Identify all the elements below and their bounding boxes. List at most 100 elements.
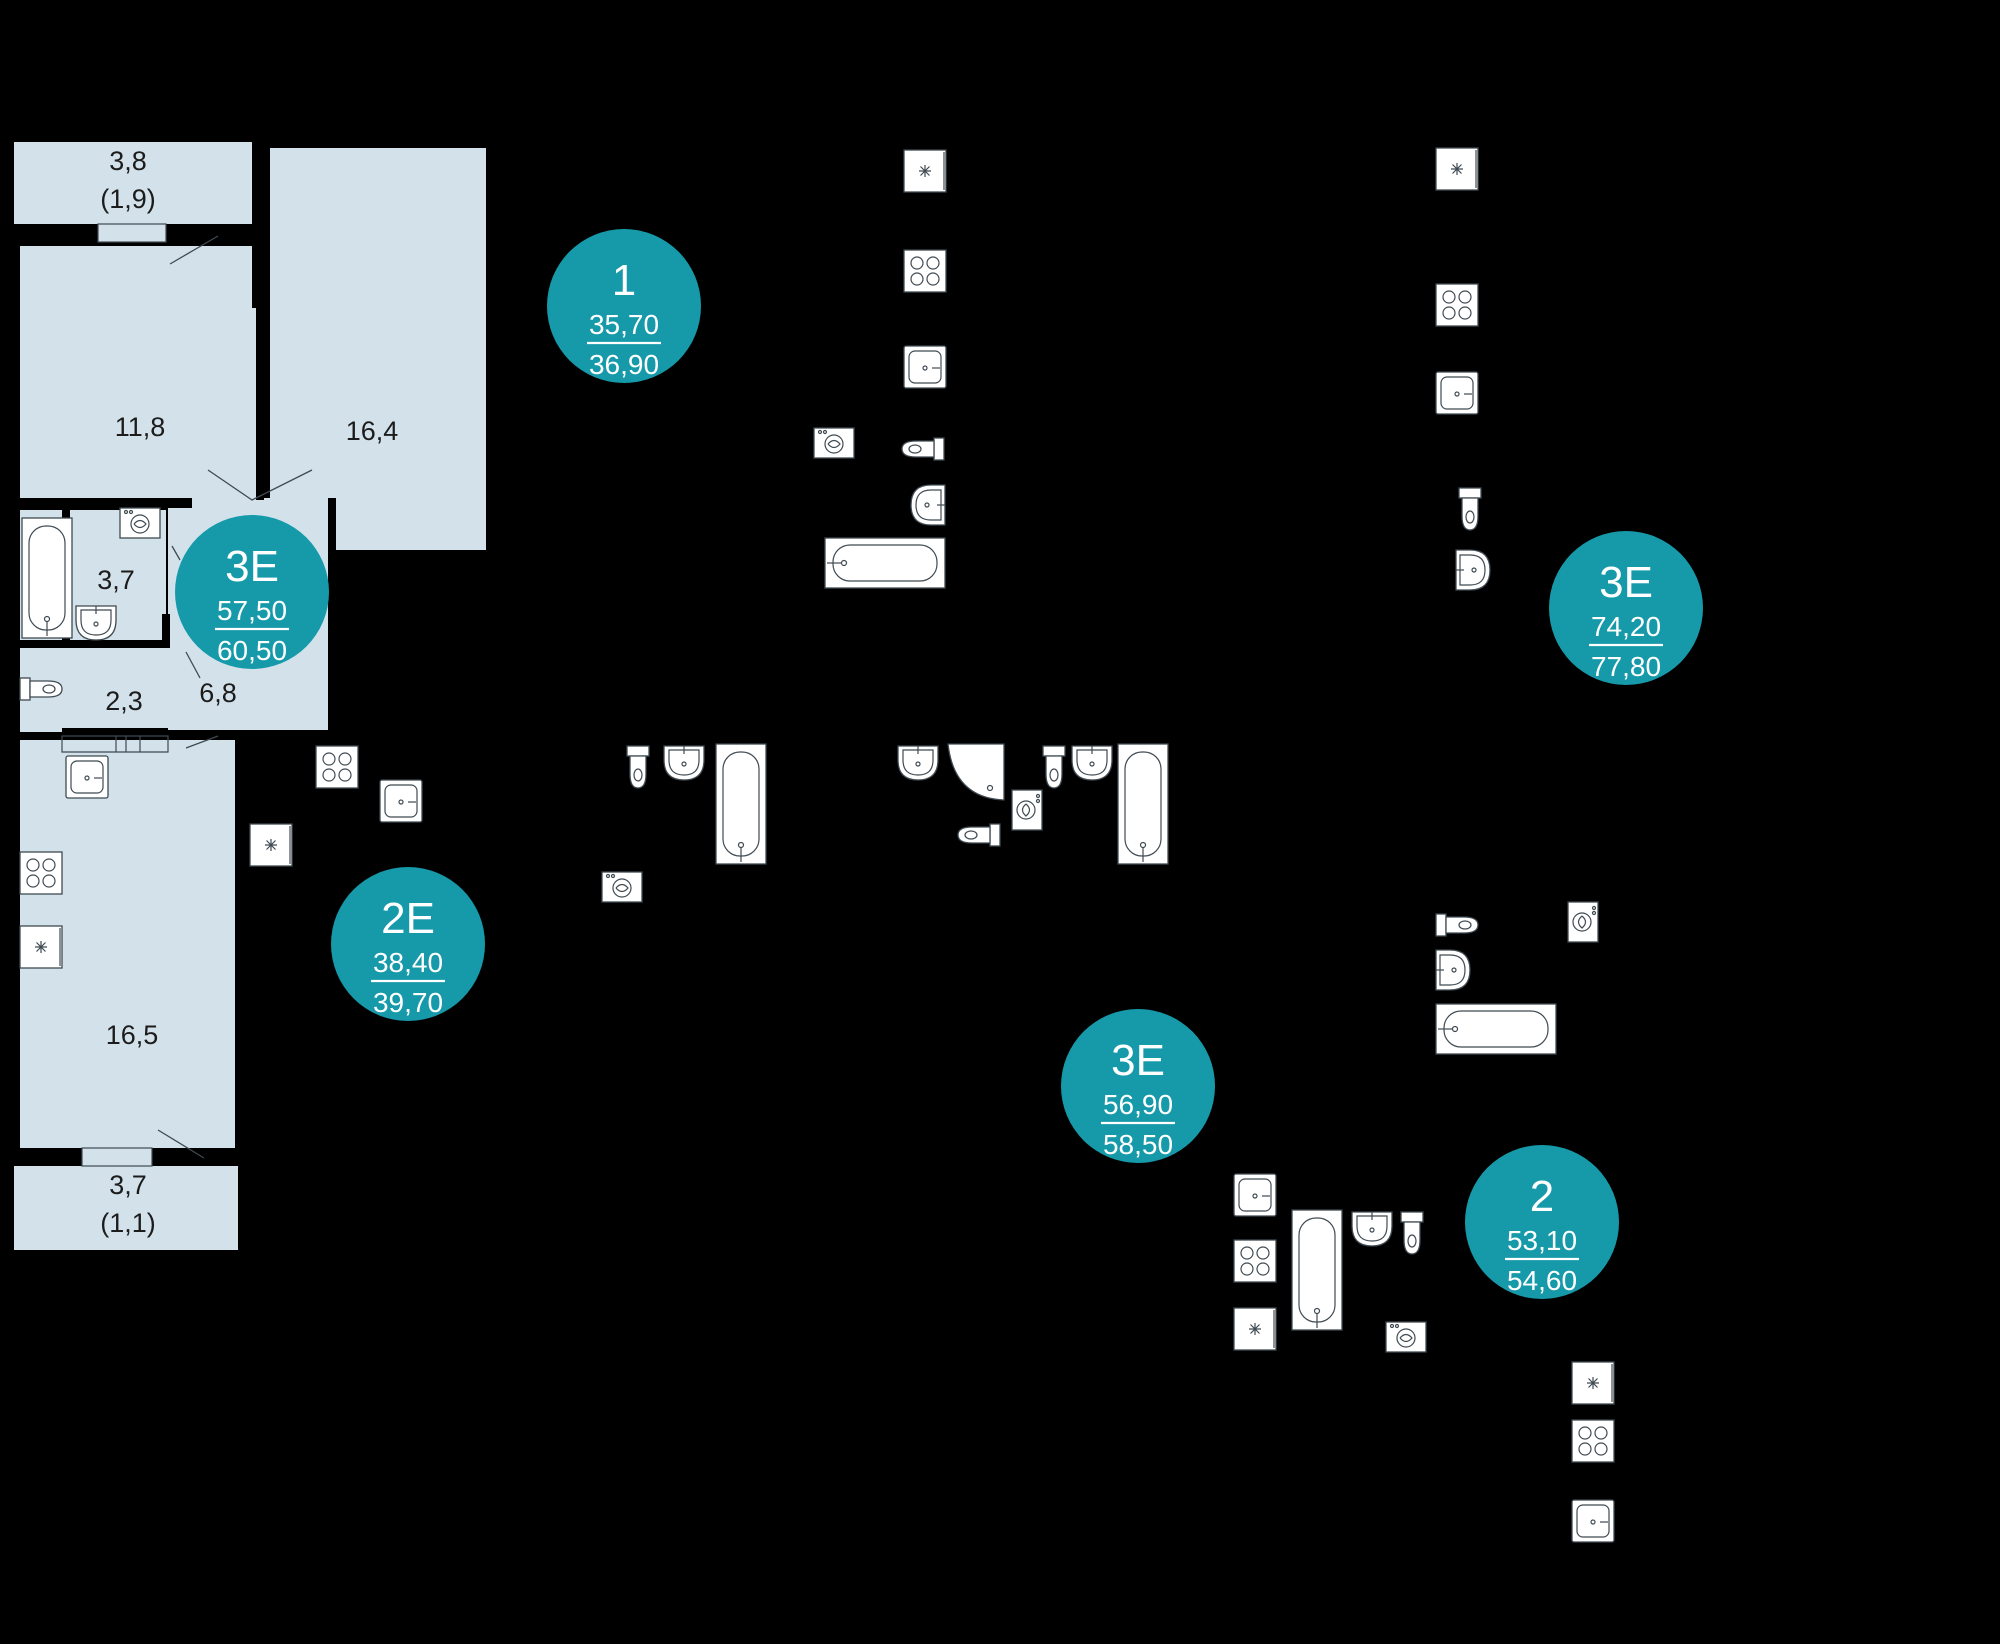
- toilet-icon: [1458, 487, 1482, 531]
- toilet-icon: [1042, 745, 1066, 789]
- washing-machine-icon: [1385, 1321, 1427, 1353]
- stove-icon: [315, 745, 359, 789]
- total-area: 54,60: [1507, 1265, 1577, 1296]
- room-area-label: (1,1): [100, 1208, 156, 1238]
- toilet-icon: [957, 823, 1001, 847]
- washing-machine-icon: [601, 871, 643, 903]
- washing-machine-icon: [813, 427, 855, 459]
- wall: [14, 1148, 82, 1166]
- wall: [14, 498, 192, 508]
- badge-circle: [1061, 1009, 1215, 1163]
- bathtub-icon: [715, 743, 767, 865]
- counter: [61, 735, 169, 753]
- badge-circle: [331, 867, 485, 1021]
- wall: [162, 614, 170, 648]
- washbasin-icon: [1071, 745, 1113, 781]
- bedroom-top-right: [270, 148, 486, 550]
- toilet-icon: [901, 437, 945, 461]
- room-area-label: 2,3: [105, 686, 143, 716]
- door-swing: [185, 735, 219, 749]
- bathtub-icon: [1117, 743, 1169, 865]
- apartment-badge[interactable]: 2E 38,40 39,70: [331, 867, 485, 1021]
- stove-icon: [1571, 1419, 1615, 1463]
- window: [97, 223, 167, 243]
- bathtub-icon: [21, 517, 73, 639]
- apartment-type: 2: [1530, 1172, 1554, 1221]
- toilet-icon: [19, 677, 63, 701]
- stove-icon: [19, 851, 63, 895]
- door-swing: [171, 545, 181, 561]
- stove-icon: [903, 249, 947, 293]
- living-area: 74,20: [1591, 611, 1661, 642]
- fridge-icon: [1435, 147, 1479, 191]
- badge-circle: [1549, 531, 1703, 685]
- sink-icon: [1571, 1499, 1615, 1543]
- toilet-icon: [1400, 1211, 1424, 1255]
- balcony-bottom: [14, 1166, 238, 1250]
- wall: [252, 142, 270, 308]
- wall: [328, 498, 336, 730]
- room-area-label: (1,9): [100, 184, 156, 214]
- apartment-plan-3e: 3,8 (1,9) 11,8 16,4 3,7 6,8 2,3 16,5 3,7…: [14, 142, 486, 1250]
- apartment-type: 3E: [1599, 558, 1653, 607]
- total-area: 39,70: [373, 987, 443, 1018]
- room-area-label: 16,5: [106, 1020, 159, 1050]
- toilet-icon: [1435, 913, 1479, 937]
- corner-shower-icon: [947, 743, 1005, 801]
- fridge-icon: [1571, 1361, 1615, 1405]
- bathtub-icon: [1435, 1003, 1557, 1055]
- stove-icon: [1435, 283, 1479, 327]
- sink-icon: [1233, 1173, 1277, 1217]
- apartment-type: 2E: [381, 894, 435, 943]
- bathtub-icon: [1291, 1209, 1343, 1331]
- washbasin-icon: [1351, 1211, 1393, 1247]
- door-swing: [207, 469, 313, 501]
- bedroom-top-left: [20, 246, 256, 498]
- badge-circle: [175, 515, 329, 669]
- door-swing: [185, 651, 201, 679]
- door-swing: [157, 1129, 205, 1159]
- room-area-label: 6,8: [199, 678, 237, 708]
- living-area: 53,10: [1507, 1225, 1577, 1256]
- washbasin-icon: [1435, 949, 1471, 991]
- sink-icon: [1435, 371, 1479, 415]
- window: [81, 1147, 153, 1167]
- fridge-icon: [1233, 1307, 1277, 1351]
- living-area: 35,70: [589, 309, 659, 340]
- apartment-badge[interactable]: 3E 74,20 77,80: [1549, 531, 1703, 685]
- room-area-label: 3,8: [109, 146, 147, 176]
- sink-icon: [379, 779, 423, 823]
- living-area: 38,40: [373, 947, 443, 978]
- wall: [14, 640, 166, 648]
- wall: [14, 224, 98, 246]
- living-area: 56,90: [1103, 1089, 1173, 1120]
- total-area: 58,50: [1103, 1129, 1173, 1160]
- apartment-badge[interactable]: 2 53,10 54,60: [1465, 1145, 1619, 1299]
- sink-icon: [65, 755, 109, 799]
- wall: [206, 1148, 238, 1166]
- washbasin-icon: [910, 484, 946, 526]
- total-area: 60,50: [217, 635, 287, 666]
- apartment-type: 3E: [225, 542, 279, 591]
- apartment-badge[interactable]: 3E 56,90 58,50: [1061, 1009, 1215, 1163]
- door-swing: [169, 235, 219, 265]
- wall: [62, 728, 168, 740]
- washbasin-icon: [663, 745, 705, 781]
- badge-circle: [1465, 1145, 1619, 1299]
- badge-circle: [547, 229, 701, 383]
- apartment-badge[interactable]: 1 35,70 36,90: [547, 229, 701, 383]
- sink-icon: [903, 345, 947, 389]
- washbasin-icon: [1455, 549, 1491, 591]
- washbasin-icon: [75, 605, 117, 641]
- washing-machine-icon: [1567, 901, 1599, 943]
- room-area-label: 3,7: [97, 565, 135, 595]
- stove-icon: [1233, 1239, 1277, 1283]
- apartment-badge[interactable]: 3E 57,50 60,50: [175, 515, 329, 669]
- bathtub-icon: [824, 537, 946, 589]
- balcony-top: [14, 142, 252, 224]
- room-area-label: 16,4: [346, 416, 399, 446]
- washing-machine-icon: [119, 507, 161, 539]
- total-area: 77,80: [1591, 651, 1661, 682]
- total-area: 36,90: [589, 349, 659, 380]
- wall: [166, 224, 256, 246]
